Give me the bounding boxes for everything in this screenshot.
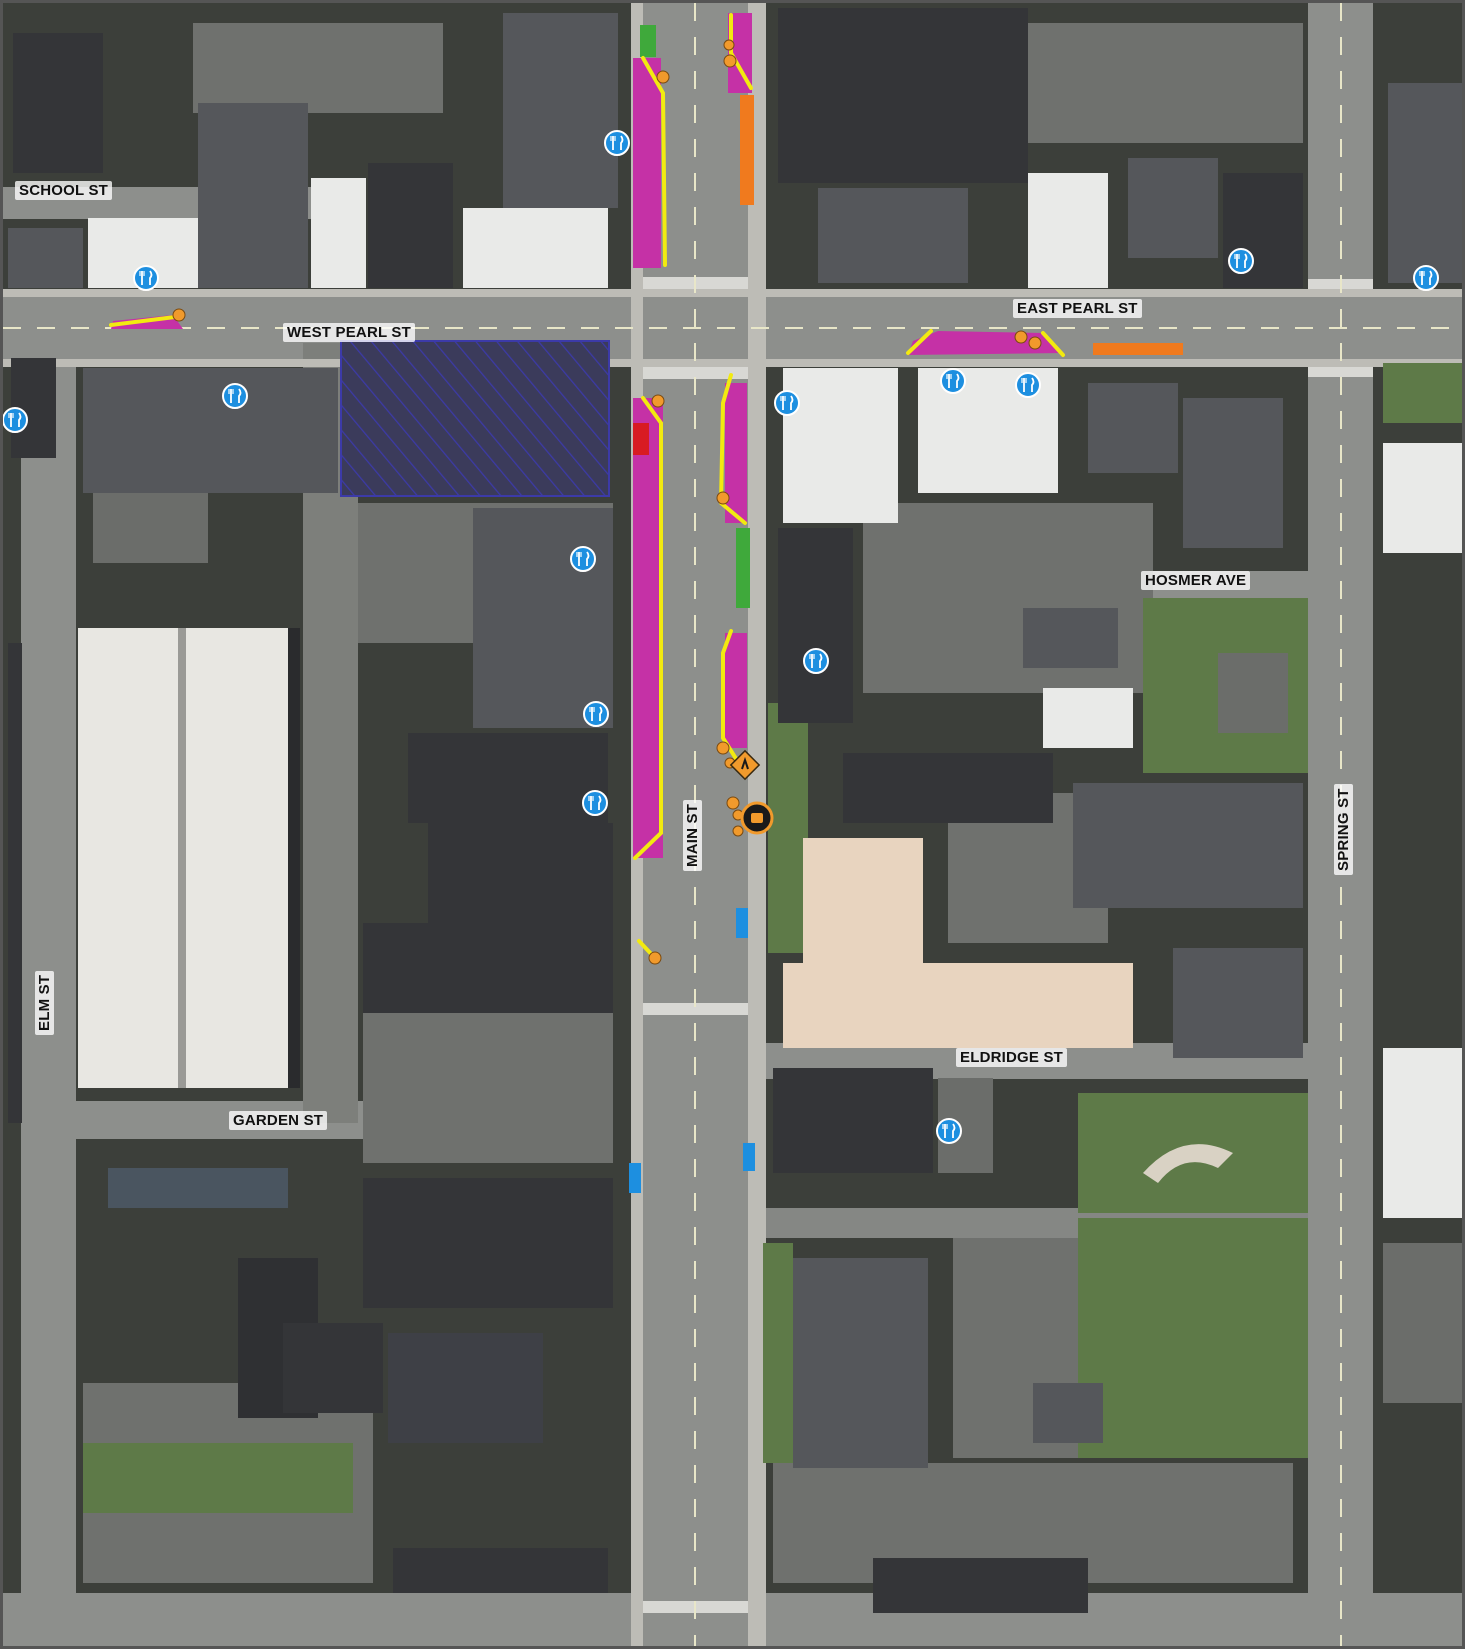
orange-marker[interactable] [648,951,662,965]
buildings [8,8,1462,1613]
parklet-zones[interactable] [111,13,1063,858]
sidewalk-pearl-south [3,359,1462,367]
fork-knife-icon[interactable] [1015,372,1041,398]
street-label-elm-st: ELM ST [35,970,54,1035]
curb-line-main-east-a[interactable] [718,373,747,525]
fork-knife-icon[interactable] [936,1118,962,1144]
parklet-zone-main-east-a[interactable] [725,383,747,523]
green-zone-main-west[interactable] [640,25,656,57]
camera-marker-icon[interactable] [740,801,774,835]
curb-line-main-east-top[interactable] [729,13,753,90]
blue-vehicle-2 [743,1143,755,1171]
fork-knife-icon[interactable] [803,648,829,674]
orange-marker[interactable] [656,70,670,84]
fork-knife-icon[interactable] [583,701,609,727]
orange-marker[interactable] [1028,336,1042,350]
curb-line-east-pearl-b[interactable] [1041,331,1065,357]
fork-knife-icon[interactable] [570,546,596,572]
hatched-development-lot[interactable] [340,340,610,497]
fork-knife-icon[interactable] [582,790,608,816]
curb-line-main-east-b[interactable] [721,629,747,775]
orange-marker[interactable] [716,491,730,505]
map-canvas [3,3,1462,1646]
orange-marker[interactable] [172,308,186,322]
street-label-hosmer-ave: HOSMER AVE [1141,571,1251,590]
fork-knife-icon[interactable] [1413,265,1439,291]
sidewalk-pearl-north [3,289,1462,297]
street-label-eldridge-st: ELDRIDGE ST [956,1048,1068,1067]
orange-marker[interactable] [716,741,730,755]
parklet-zone-main-east-b[interactable] [725,633,747,748]
street-label-east-pearl-st: EAST PEARL ST [1013,299,1142,318]
red-zone-main-west[interactable] [633,423,649,455]
loading-zone-east-pearl[interactable] [1093,343,1183,355]
orange-marker[interactable] [1014,330,1028,344]
blue-vehicle-3 [629,1163,641,1193]
orange-marker[interactable] [723,54,737,68]
green-zone-main-east[interactable] [736,528,750,608]
construction-warning-icon[interactable] [729,749,761,781]
street-label-west-pearl-st: WEST PEARL ST [283,323,415,342]
orange-marker[interactable] [732,825,744,837]
street-label-school-st: SCHOOL ST [15,181,113,200]
curb-line-main-west-north[interactable] [641,56,667,267]
fork-knife-icon[interactable] [774,390,800,416]
curb-lines[interactable] [109,13,1065,960]
fork-knife-icon[interactable] [133,265,159,291]
fork-knife-icon[interactable] [604,130,630,156]
orange-marker[interactable] [726,796,740,810]
orange-marker[interactable] [723,39,735,51]
fork-knife-icon[interactable] [940,368,966,394]
curb-line-main-west-south[interactable] [633,396,663,860]
fork-knife-icon[interactable] [3,407,28,433]
blue-vehicle [736,908,748,938]
parking-lots [83,23,1303,1583]
loading-zone-main-east[interactable] [740,95,754,205]
parklet-zone-main-west-north[interactable] [633,58,661,268]
parklet-zone-main-west-south[interactable] [633,398,663,858]
fork-knife-icon[interactable] [222,383,248,409]
street-label-spring-st: SPRING ST [1334,784,1353,875]
curb-line-west-pearl[interactable] [109,315,177,327]
street-label-main-st: MAIN ST [683,799,702,871]
orange-marker[interactable] [651,394,665,408]
fork-knife-icon[interactable] [1228,248,1254,274]
curb-line-east-pearl-a[interactable] [906,329,933,355]
street-label-garden-st: GARDEN ST [229,1111,328,1130]
